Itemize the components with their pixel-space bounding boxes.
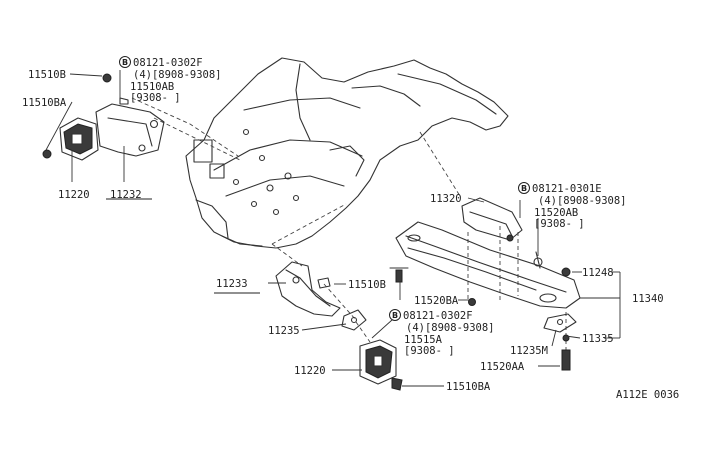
part-label-11515a: 11515A (404, 334, 443, 346)
part-label-bolt-qty-right: (4)[8908-9308] (538, 195, 627, 207)
part-label-11220-bottom: 11220 (294, 365, 326, 377)
part-underlines (106, 198, 260, 294)
part-label-11248: 11248 (582, 267, 614, 279)
diagram-code: A112E 0036 (616, 389, 679, 401)
part-label-11510b: 11510B (28, 69, 66, 81)
part-label-11220: 11220 (58, 189, 90, 201)
bolt-symbol-label: B (392, 311, 398, 320)
part-label-bolt-08121-0301e: 08121-0301E (532, 183, 602, 195)
part-label-11510ba: 11510BA (22, 97, 67, 109)
part-label-11320: 11320 (430, 193, 462, 205)
part-label-11520ab: 11520AB (534, 207, 578, 219)
part-label-11510ab-range: [9308- ] (130, 92, 181, 104)
part-label-11232: 11232 (110, 189, 142, 201)
lower-mount-assembly (275, 261, 409, 391)
bolt-symbol-label: B (521, 184, 527, 193)
crossmember-assembly (395, 197, 581, 371)
part-label-11235: 11235 (268, 325, 300, 337)
bolt-symbol-right: B (518, 182, 530, 194)
bolt-symbol-label: B (122, 58, 128, 67)
leader-lines (45, 70, 621, 387)
part-label-bolt-08121-0302f: 08121-0302F (133, 57, 203, 69)
part-label-11340: 11340 (632, 293, 664, 305)
part-label-11520ab-range: [9308- ] (534, 218, 585, 230)
upper-left-mount-assembly (42, 73, 165, 161)
part-label-bolt-qty: (4)[8908-9308] (133, 69, 222, 81)
part-label-11335: 11335 (582, 333, 614, 345)
part-label-11510ab: 11510AB (130, 81, 174, 93)
part-label-11235m: 11235M (510, 345, 548, 357)
part-label-11233: 11233 (216, 278, 248, 290)
part-label-11515a-range: [9308- ] (404, 345, 455, 357)
transmission-housing (185, 57, 509, 249)
assembly-guide-lines (131, 97, 567, 352)
part-label-11510b-mid: 11510B (348, 279, 386, 291)
part-label-11520ba: 11520BA (414, 295, 459, 307)
bolt-symbol-top: B (119, 56, 131, 68)
part-label-11510ba-bottom: 11510BA (446, 381, 491, 393)
part-label-bolt-08121-0302f-mid: 08121-0302F (403, 310, 473, 322)
part-label-11520aa: 11520AA (480, 361, 525, 373)
part-labels: 11510B 11510BA 08121-0302F (4)[8908-9308… (22, 57, 679, 401)
bolt-symbol-mid: B (389, 309, 401, 321)
part-label-bolt-qty-mid: (4)[8908-9308] (406, 322, 495, 334)
